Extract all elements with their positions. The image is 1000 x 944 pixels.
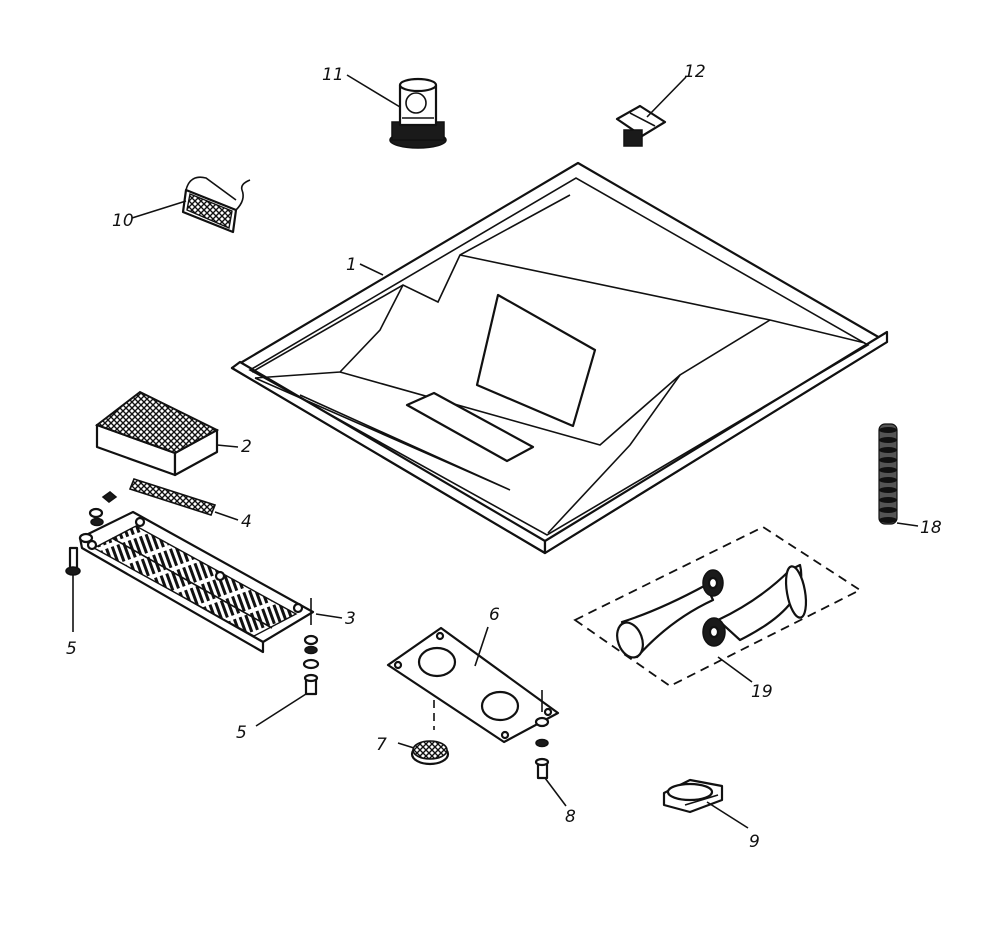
callout-4: 4	[241, 512, 252, 532]
callout-labels: 1 2 3 4 5 5 6 7 8 9 10 11 12 18 19	[66, 62, 942, 852]
leader-6	[474, 626, 489, 667]
leader-4	[214, 511, 239, 521]
work-light-part	[181, 176, 251, 234]
callout-7: 7	[376, 735, 387, 755]
leader-10	[131, 200, 187, 219]
callout-9: 9	[749, 832, 760, 852]
callout-19: 19	[751, 682, 773, 702]
speaker-grille-part	[410, 740, 450, 766]
leader-5b	[255, 693, 307, 727]
callout-10: 10	[112, 211, 134, 231]
air-horns-part	[573, 525, 862, 688]
callout-5-left: 5	[66, 639, 77, 659]
callout-5-lower: 5	[236, 723, 247, 743]
callout-12: 12	[684, 62, 706, 82]
leader-1	[359, 263, 384, 276]
callout-2: 2	[241, 437, 252, 457]
leader-7	[397, 742, 415, 749]
leader-19	[717, 656, 753, 683]
leader-3	[315, 613, 343, 619]
leader-11	[346, 74, 401, 108]
bolt-stack-lower	[302, 598, 320, 696]
leader-2	[216, 444, 239, 448]
beacon-light-part	[389, 77, 447, 149]
clamp-part	[615, 104, 667, 147]
callout-6: 6	[489, 605, 500, 625]
cover-plate-part	[386, 626, 560, 744]
small-lamp-part	[662, 778, 724, 814]
leader-18	[896, 522, 919, 527]
bolt-stack-left	[65, 491, 118, 632]
leader-lines	[131, 74, 919, 829]
rubber-strip-part	[128, 478, 217, 516]
lamp-box-part	[94, 390, 220, 477]
bolt-stack-right	[534, 690, 550, 780]
callout-3: 3	[345, 609, 356, 629]
callout-8: 8	[565, 807, 576, 827]
callout-1: 1	[346, 255, 357, 275]
grille-bracket-part	[78, 510, 315, 654]
callout-18: 18	[920, 518, 942, 538]
cable-bundle-part	[878, 423, 898, 525]
roof-panel-part	[230, 161, 889, 555]
callout-11: 11	[322, 65, 344, 85]
leader-8	[544, 777, 567, 807]
leader-12	[646, 76, 687, 118]
leader-9	[706, 801, 749, 829]
